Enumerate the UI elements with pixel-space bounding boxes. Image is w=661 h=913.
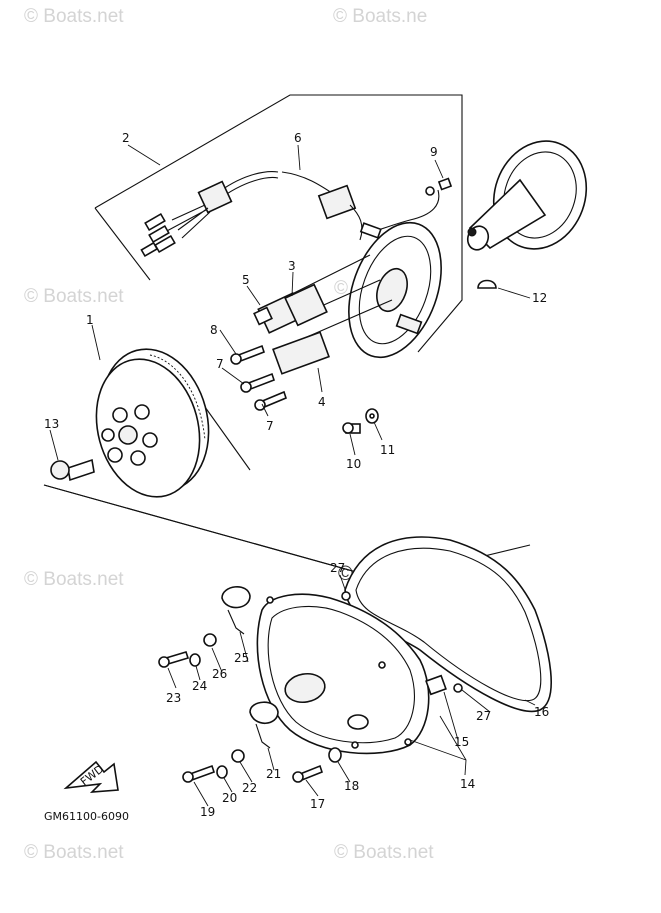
wire-harness bbox=[140, 171, 363, 258]
callout-27-upper: 27 bbox=[330, 561, 345, 575]
pulser-coils bbox=[253, 283, 330, 375]
watermark-mid-left: © Boats.net bbox=[24, 286, 124, 307]
flywheel-cover bbox=[256, 593, 430, 755]
callout-24: 24 bbox=[192, 679, 207, 693]
dowel-pin bbox=[425, 674, 463, 696]
callout-labels: 2 6 9 3 5 1 8 7 4 7 13 10 11 12 27 25 26… bbox=[44, 131, 549, 819]
watermark-lower-left: © Boats.net bbox=[24, 569, 124, 590]
plug-upper bbox=[341, 591, 351, 601]
stator-plate bbox=[279, 221, 442, 359]
callout-17: 17 bbox=[310, 797, 325, 811]
callout-16: 16 bbox=[534, 705, 549, 719]
upper-assembly-outline bbox=[43, 94, 531, 581]
ground-lead bbox=[371, 177, 453, 233]
flywheel-nut bbox=[50, 458, 95, 482]
callout-2: 2 bbox=[122, 131, 130, 145]
woodruff-key bbox=[477, 279, 497, 289]
callout-9: 9 bbox=[430, 145, 438, 159]
callout-21: 21 bbox=[266, 767, 281, 781]
fwd-arrow: FWD bbox=[63, 760, 119, 793]
callout-22: 22 bbox=[242, 781, 257, 795]
callout-6: 6 bbox=[294, 131, 302, 145]
callout-8: 8 bbox=[210, 323, 218, 337]
hose-clamps bbox=[221, 586, 279, 749]
callout-3: 3 bbox=[288, 259, 296, 273]
callout-5: 5 bbox=[242, 273, 250, 287]
callout-14: 14 bbox=[460, 777, 475, 791]
callout-23: 23 bbox=[166, 691, 181, 705]
callout-13: 13 bbox=[44, 417, 59, 431]
diagram-code: GM61100-6090 bbox=[44, 810, 129, 823]
callout-4: 4 bbox=[318, 395, 326, 409]
callout-12: 12 bbox=[532, 291, 547, 305]
callout-27-lower: 27 bbox=[476, 709, 491, 723]
bolt-and-washer bbox=[342, 408, 379, 434]
callout-18: 18 bbox=[344, 779, 359, 793]
callout-15: 15 bbox=[454, 735, 469, 749]
callout-20: 20 bbox=[222, 791, 237, 805]
watermark-top-left: © Boats.net bbox=[24, 6, 124, 27]
callout-26: 26 bbox=[212, 667, 227, 681]
callout-10: 10 bbox=[346, 457, 361, 471]
callout-19: 19 bbox=[200, 805, 215, 819]
watermark-top-right: © Boats.ne bbox=[333, 6, 427, 27]
flywheel bbox=[95, 348, 210, 498]
watermark-bottom-left: © Boats.net bbox=[24, 842, 124, 863]
callout-1: 1 bbox=[86, 313, 94, 327]
callout-11: 11 bbox=[380, 443, 395, 457]
callout-7a: 7 bbox=[216, 357, 224, 371]
coil-screws bbox=[230, 344, 287, 411]
cover-fasteners bbox=[158, 633, 342, 783]
cover-gasket bbox=[344, 536, 552, 713]
leader-lines bbox=[49, 144, 536, 807]
callout-25: 25 bbox=[234, 651, 249, 665]
callout-7b: 7 bbox=[266, 419, 274, 433]
watermark-bottom-right: © Boats.net bbox=[334, 842, 434, 863]
starter-cup bbox=[466, 140, 588, 251]
